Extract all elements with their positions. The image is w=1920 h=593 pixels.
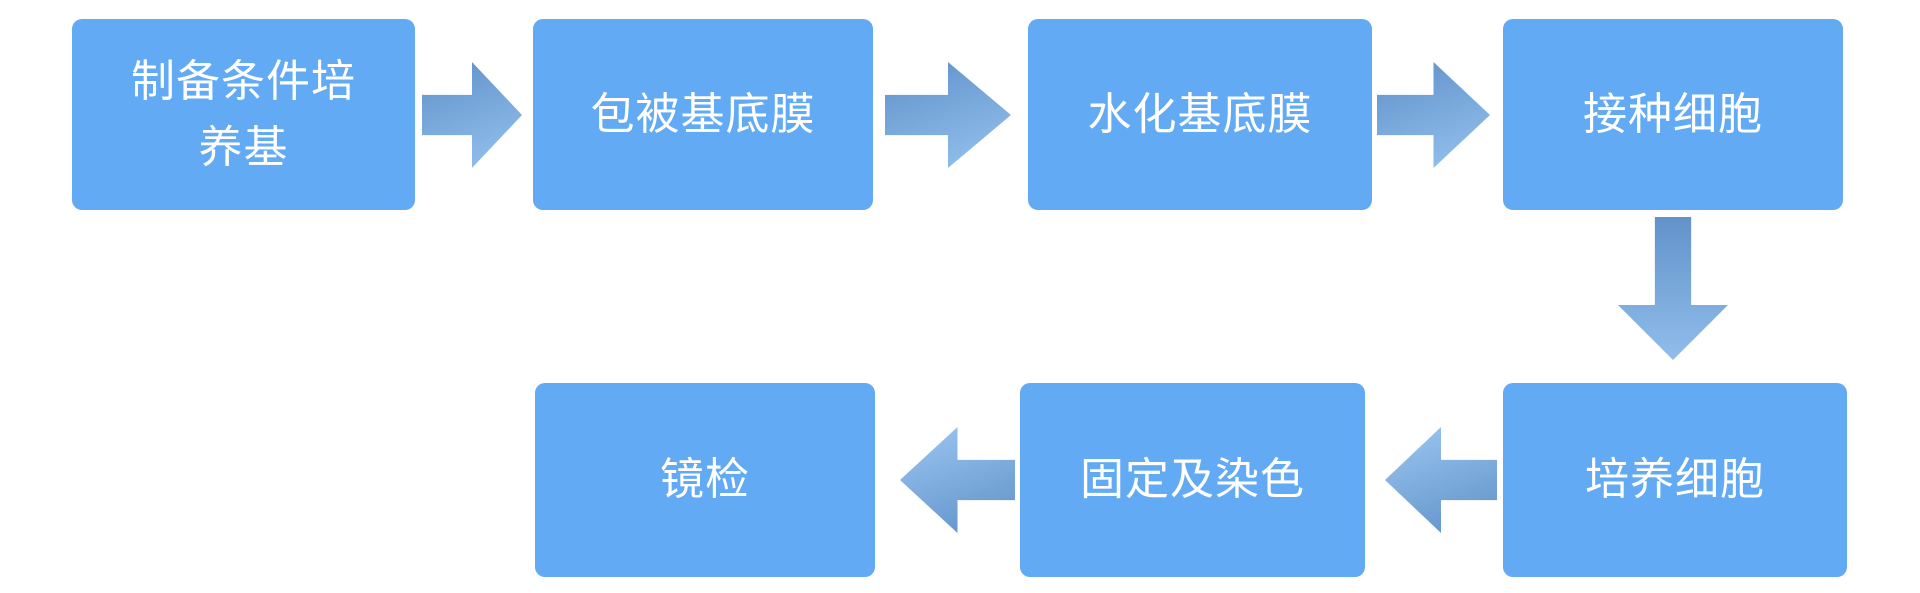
step-label: 水化基底膜 [1087, 89, 1313, 139]
step-hydrate-basement-membrane: 水化基底膜 [1028, 19, 1372, 210]
step-label: 接种细胞 [1583, 89, 1763, 139]
step-coat-basement-membrane: 包被基底膜 [533, 19, 873, 210]
left-arrow-icon [1385, 427, 1497, 533]
step-microscopy: 镜检 [535, 383, 875, 577]
right-arrow-icon [1377, 62, 1490, 168]
step-label: 固定及染色 [1080, 455, 1305, 504]
step-label: 镜检 [660, 455, 750, 504]
right-arrow-icon [885, 62, 1011, 168]
step-fix-and-stain: 固定及染色 [1020, 383, 1365, 577]
step-prepare-conditioned-medium: 制备条件培 养基 [72, 19, 415, 210]
step-culture-cells: 培养细胞 [1503, 383, 1847, 577]
step-seed-cells: 接种细胞 [1503, 19, 1843, 210]
left-arrow-icon [900, 427, 1015, 533]
step-label: 制备条件培 养基 [131, 56, 356, 172]
step-label: 培养细胞 [1585, 455, 1765, 504]
right-arrow-icon [422, 62, 522, 168]
down-arrow-icon [1618, 217, 1728, 360]
step-label: 包被基底膜 [590, 89, 816, 139]
